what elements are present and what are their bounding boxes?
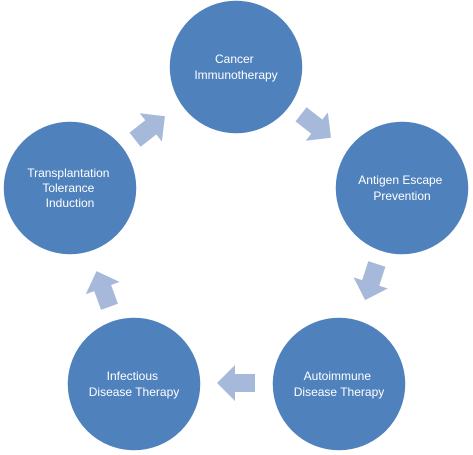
- node-label: Infectious Disease Therapy: [89, 369, 180, 399]
- arrow-cancer-to-antigen: [295, 107, 331, 141]
- arrow-up-right-icon: [129, 113, 165, 147]
- node-label-line: Transplantation: [27, 166, 109, 180]
- node-label-line: Prevention: [373, 189, 430, 203]
- node-label: Transplantation Tolerance Induction: [27, 166, 113, 210]
- node-circle: [66, 316, 202, 452]
- arrow-right-icon: [353, 261, 388, 301]
- arrow-transplant-to-cancer: [129, 113, 165, 147]
- node-circle: [168, 0, 304, 135]
- node-label-line: Disease Therapy: [294, 385, 385, 399]
- arrow-infectious-to-transplant: [85, 271, 120, 310]
- node-label: Antigen Escape Prevention: [358, 173, 445, 203]
- node-label-line: Cancer: [215, 52, 254, 66]
- node-label-line: Immunotherapy: [194, 68, 277, 82]
- node-label-line: Disease Therapy: [89, 385, 180, 399]
- arrow-left-icon: [217, 365, 255, 401]
- node-label: Autoimmune Disease Therapy: [294, 369, 385, 399]
- node-label-line: Tolerance: [42, 181, 94, 195]
- node-label-line: Infectious: [107, 369, 158, 383]
- node-circle: [271, 316, 407, 452]
- node-label-line: Antigen Escape: [358, 173, 442, 187]
- node-autoimmune-disease-therapy: Autoimmune Disease Therapy: [271, 316, 407, 452]
- node-label-line: Induction: [46, 196, 95, 210]
- node-label: Cancer Immunotherapy: [194, 52, 277, 82]
- node-circle: [2, 120, 138, 256]
- node-antigen-escape-prevention: Antigen Escape Prevention: [334, 120, 470, 256]
- node-infectious-disease-therapy: Infectious Disease Therapy: [66, 316, 202, 452]
- node-transplantation-tolerance-induction: Transplantation Tolerance Induction: [2, 120, 138, 256]
- node-circle: [334, 120, 470, 256]
- node-label-line: Autoimmune: [304, 369, 372, 383]
- node-cancer-immunotherapy: Cancer Immunotherapy: [168, 0, 304, 135]
- arrow-autoimmune-to-infectious: [217, 365, 255, 401]
- arrow-up-icon: [85, 271, 120, 310]
- arrow-antigen-to-autoimmune: [353, 261, 388, 301]
- arrow-right-icon: [295, 107, 331, 141]
